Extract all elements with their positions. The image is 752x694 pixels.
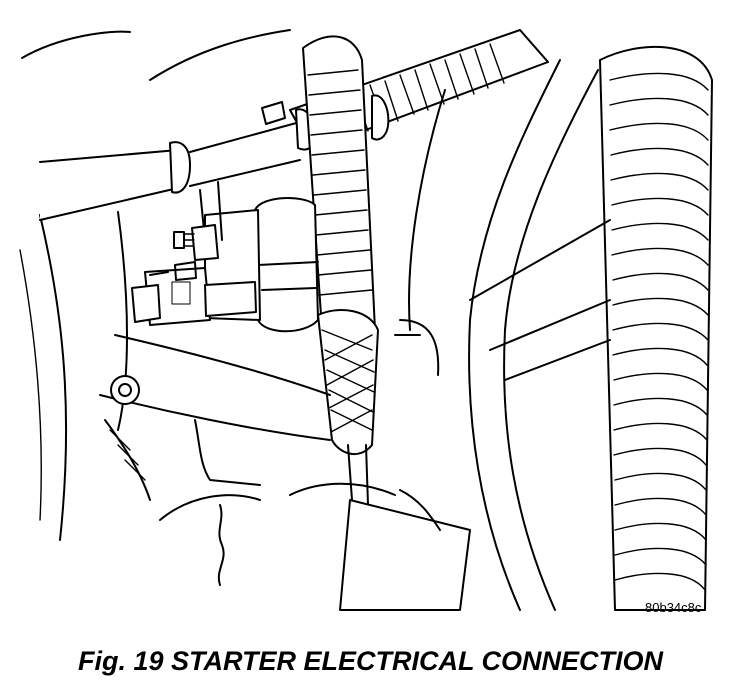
connector-plug	[131, 261, 257, 326]
image-id-label: 80b34c8c	[645, 600, 702, 615]
vertical-wire-loom	[302, 35, 379, 506]
lower-bracket	[99, 319, 440, 501]
curved-tubes	[408, 59, 611, 611]
figure-caption: Fig. 19 STARTER ELECTRICAL CONNECTION	[78, 646, 664, 676]
upper-hose	[39, 121, 301, 221]
background-outlines	[19, 29, 291, 541]
corrugated-hose-right	[599, 45, 713, 611]
bottom-cable-ends	[159, 482, 471, 611]
